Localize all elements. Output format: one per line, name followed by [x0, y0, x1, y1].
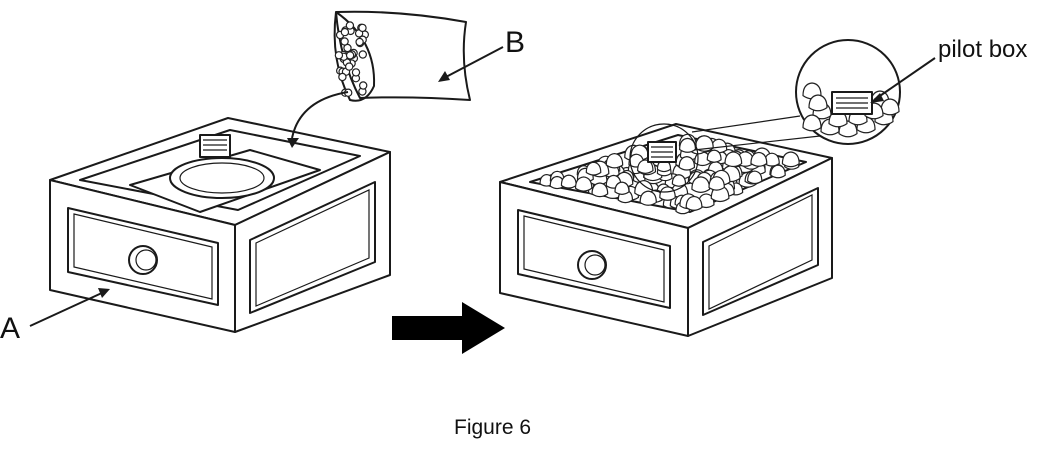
label-a-arrow-line: [29, 291, 105, 327]
stone: [781, 151, 800, 168]
stone: [340, 37, 349, 46]
stone: [355, 37, 364, 47]
pour-arrow-head: [287, 138, 299, 148]
stone: [808, 94, 828, 112]
stone: [614, 181, 630, 195]
label-a-arrow-head: [98, 288, 110, 298]
stone: [724, 151, 743, 168]
pilot-box-in-pit: [647, 141, 677, 163]
label-a: A: [0, 312, 21, 345]
stone: [880, 98, 900, 116]
label-b: B: [505, 26, 526, 59]
stone: [338, 72, 347, 82]
stone: [639, 190, 657, 206]
stone: [585, 161, 602, 176]
stone: [359, 81, 368, 90]
stone: [345, 62, 354, 71]
stone: [591, 182, 609, 198]
stone: [345, 51, 355, 60]
stone: [691, 176, 711, 193]
stone: [685, 195, 703, 211]
stone: [694, 135, 714, 152]
stone: [340, 27, 350, 37]
label-b-arrow-head: [438, 71, 450, 82]
stone: [574, 176, 593, 192]
stone: [770, 164, 786, 179]
label-pilot-box: pilot box: [938, 36, 1028, 63]
stone: [345, 21, 355, 30]
stone: [334, 51, 344, 60]
stone: [802, 114, 822, 132]
pour-arrow-line: [291, 91, 349, 139]
stone: [708, 176, 725, 191]
stone: [763, 152, 780, 167]
stone: [358, 50, 367, 59]
stone: [678, 156, 696, 171]
stone: [358, 23, 367, 33]
stone: [351, 68, 361, 77]
right-arrow-icon: [392, 302, 505, 354]
pit-stone-layer: [539, 133, 800, 215]
stone: [706, 149, 722, 163]
stone: [659, 186, 676, 201]
bag-stone-cluster: [334, 21, 369, 97]
inset-pilot-box: [831, 91, 873, 115]
pilot-highlight-circle: [629, 123, 699, 193]
pilot-box-leader-head: [870, 93, 884, 103]
stone: [671, 174, 687, 187]
stone: [560, 174, 577, 189]
pilot-box-leader: [873, 57, 936, 101]
label-b-arrow-line: [443, 46, 504, 79]
fire-pit-empty: [49, 117, 391, 333]
stone: [750, 151, 768, 167]
stone: [605, 152, 624, 169]
figure-caption: Figure 6: [454, 416, 532, 439]
stone: [747, 170, 763, 185]
